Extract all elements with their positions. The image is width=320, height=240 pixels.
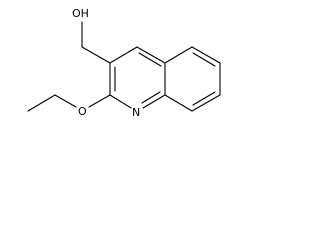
bond-c8a-n1-inner bbox=[141, 91, 161, 104]
bond-c3-ch2 bbox=[81, 46, 111, 64]
bond-c3-c4 bbox=[109, 46, 138, 64]
bond-c4-c4a-inner bbox=[138, 52, 162, 67]
ether-oxygen-label: O bbox=[78, 105, 87, 118]
bond-n1-c2 bbox=[109, 94, 132, 109]
structure-drawing: OH O N bbox=[27, 7, 221, 119]
ring-nitrogen-label: N bbox=[132, 106, 140, 119]
bond-c4a-c5 bbox=[164, 46, 193, 64]
bond-c8-c8a bbox=[164, 94, 193, 112]
bond-c7-c8 bbox=[191, 94, 221, 112]
bond-c5-c6 bbox=[191, 46, 221, 64]
hydroxyl-label: OH bbox=[72, 7, 89, 20]
bond-o-ch2 bbox=[54, 94, 77, 108]
molecule-canvas: OH O N bbox=[0, 0, 249, 136]
bond-ch2-ch3 bbox=[27, 94, 56, 112]
bond-c7-c8-inner bbox=[192, 91, 216, 106]
bond-c2-o bbox=[88, 94, 111, 108]
bond-c4-c4a bbox=[136, 46, 166, 64]
bond-c5-c6-inner bbox=[192, 52, 216, 67]
bond-c8a-n1 bbox=[142, 94, 166, 109]
